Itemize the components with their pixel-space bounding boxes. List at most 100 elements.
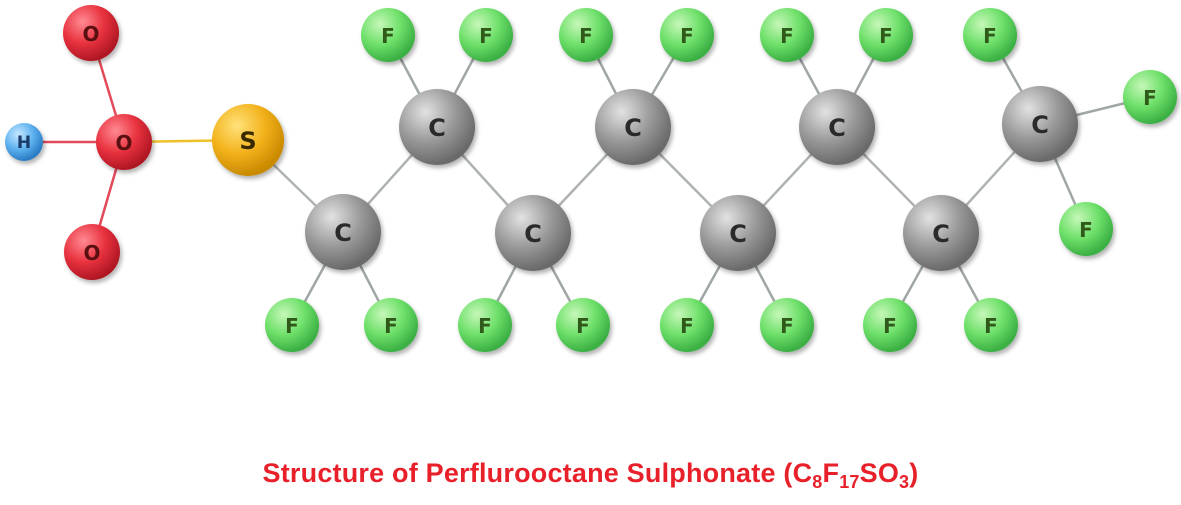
atom-sphere — [760, 298, 814, 352]
atom-sphere — [364, 298, 418, 352]
atom-sphere — [963, 8, 1017, 62]
atom-label: O — [82, 22, 99, 46]
atom-sphere — [265, 298, 319, 352]
atom-c4: C — [595, 89, 671, 165]
atom-label: F — [984, 314, 998, 338]
atom-sphere — [700, 195, 776, 271]
diagram-caption: Structure of Perflurooctane Sulphonate (… — [0, 458, 1181, 492]
atom-label: F — [1143, 86, 1157, 110]
atom-label: O — [115, 131, 132, 155]
atom-label: F — [680, 24, 694, 48]
atom-f5b: F — [760, 298, 814, 352]
atom-f4a: F — [559, 8, 613, 62]
atom-o_top: O — [63, 5, 119, 61]
atom-f8a: F — [963, 8, 1017, 62]
atom-sphere — [559, 8, 613, 62]
atom-f4b: F — [660, 8, 714, 62]
atom-f3b: F — [556, 298, 610, 352]
atom-label: F — [285, 314, 299, 338]
atom-sphere — [5, 123, 43, 161]
atom-f7b: F — [964, 298, 1018, 352]
atom-label: C — [524, 220, 542, 248]
atom-sphere — [63, 5, 119, 61]
atom-label: F — [478, 314, 492, 338]
atom-o_center: O — [96, 114, 152, 170]
atom-label: F — [780, 24, 794, 48]
atoms-layer: O O O H S C C C C C C C C F F F F F F F F F F F F F F F F F — [5, 5, 1177, 352]
atom-sphere — [660, 298, 714, 352]
atom-sphere — [556, 298, 610, 352]
atom-c1: C — [305, 194, 381, 270]
atom-sphere — [760, 8, 814, 62]
atom-label: C — [624, 114, 642, 142]
atom-h: H — [5, 123, 43, 161]
atom-label: F — [780, 314, 794, 338]
formula-f-subscript: 17 — [839, 472, 860, 492]
atom-sphere — [399, 89, 475, 165]
formula-f: F — [822, 458, 840, 488]
formula-c: C — [792, 458, 813, 488]
atom-sphere — [799, 89, 875, 165]
atom-sphere — [595, 89, 671, 165]
atom-f2a: F — [361, 8, 415, 62]
atom-s: S — [212, 104, 284, 176]
atom-sphere — [660, 8, 714, 62]
atom-sphere — [361, 8, 415, 62]
atom-f6b: F — [859, 8, 913, 62]
atom-f8c: F — [1059, 202, 1113, 256]
atom-sphere — [458, 298, 512, 352]
atom-label: F — [381, 24, 395, 48]
atom-label: F — [983, 24, 997, 48]
atom-f1b: F — [364, 298, 418, 352]
atom-label: F — [1079, 218, 1093, 242]
atom-label: C — [828, 114, 846, 142]
atom-f2b: F — [459, 8, 513, 62]
atom-label: F — [479, 24, 493, 48]
atom-f7a: F — [863, 298, 917, 352]
atom-label: F — [579, 24, 593, 48]
atom-label: S — [239, 127, 256, 155]
atom-label: F — [883, 314, 897, 338]
atom-c2: C — [399, 89, 475, 165]
atom-c6: C — [799, 89, 875, 165]
atom-label: F — [576, 314, 590, 338]
atom-label: C — [428, 114, 446, 142]
atom-sphere — [495, 195, 571, 271]
atom-label: F — [384, 314, 398, 338]
atom-f3a: F — [458, 298, 512, 352]
atom-label: H — [17, 133, 31, 153]
atom-sphere — [1002, 86, 1078, 162]
atom-c5: C — [700, 195, 776, 271]
atom-sphere — [1123, 70, 1177, 124]
atom-sphere — [859, 8, 913, 62]
atom-sphere — [96, 114, 152, 170]
atom-label: O — [83, 241, 100, 265]
atom-sphere — [1059, 202, 1113, 256]
atom-label: C — [1031, 111, 1049, 139]
atom-sphere — [459, 8, 513, 62]
caption-text: Structure of Perflurooctane Sulphonate ( — [262, 458, 793, 488]
atom-sphere — [212, 104, 284, 176]
atom-f8b: F — [1123, 70, 1177, 124]
bonds-layer — [22, 31, 1152, 327]
atom-label: F — [879, 24, 893, 48]
atom-sphere — [64, 224, 120, 280]
atom-f1a: F — [265, 298, 319, 352]
atom-f5a: F — [660, 298, 714, 352]
atom-c3: C — [495, 195, 571, 271]
atom-sphere — [863, 298, 917, 352]
atom-label: C — [334, 219, 352, 247]
atom-label: F — [680, 314, 694, 338]
atom-sphere — [964, 298, 1018, 352]
atom-label: C — [932, 220, 950, 248]
atom-f6a: F — [760, 8, 814, 62]
atom-c8: C — [1002, 86, 1078, 162]
formula-so: SO — [859, 458, 900, 488]
formula-so-subscript: 3 — [899, 472, 910, 492]
formula-c-subscript: 8 — [812, 472, 823, 492]
atom-c7: C — [903, 195, 979, 271]
formula-close: ) — [909, 458, 919, 488]
atom-sphere — [305, 194, 381, 270]
atom-label: C — [729, 220, 747, 248]
